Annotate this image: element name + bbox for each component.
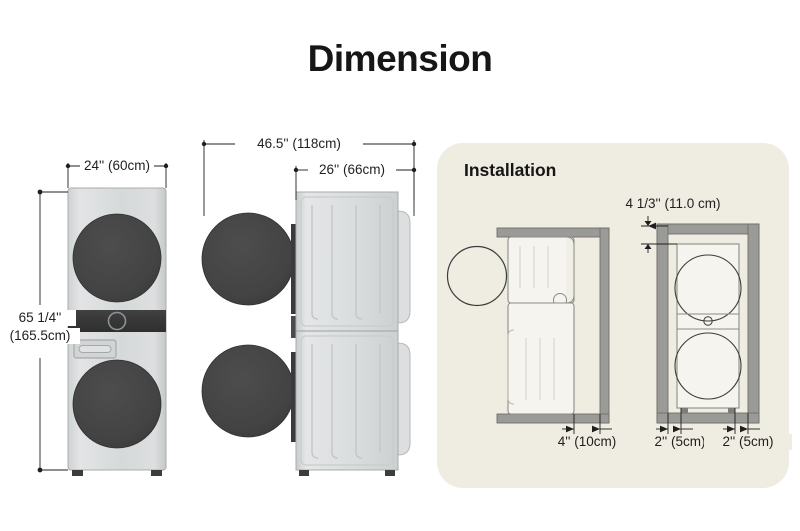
total-depth-dimension-label: 46.5'' (118cm) [235,136,363,153]
front-lower-drum [72,359,162,449]
side-clearance-left-label: 2'' (5cm) [636,434,724,451]
body-depth-dimension-label: 26'' (66cm) [308,162,396,179]
front-control-panel [68,310,166,332]
install-front-lower-drum [674,332,742,400]
door-swing-circle [446,245,508,307]
alcove-top [656,223,760,235]
front-foot-left [72,470,83,476]
height-dimension-label-line2: (165.5cm) [0,328,80,345]
installation-title: Installation [464,160,557,180]
side-foot-left [299,470,309,476]
install-front-dial-icon [703,316,713,326]
front-upper-drum [72,213,162,303]
side-foot-right [385,470,395,476]
wall-right [599,227,610,424]
side-lower-hinge [291,352,299,442]
rear-clearance-label: 4'' (10cm) [542,434,632,451]
side-view-unit [201,191,411,476]
width-dimension-label: 24'' (60cm) [80,158,154,175]
install-unit-upper [507,236,575,304]
alcove-left-wall [656,223,669,424]
alcove-right-wall [747,223,760,424]
front-foot-right [151,470,162,476]
side-lower-door-open [201,344,295,438]
height-dimension-label-line1: 65 1/4'' [4,310,76,327]
installation-front-drawing [641,216,760,434]
install-front-unit [676,243,740,409]
side-mid-hinge [291,316,299,338]
height-dimension [37,189,68,473]
side-upper-rear-bulge [397,210,411,324]
total-depth-dimension [201,140,417,216]
side-lower-rear-bulge [397,342,411,456]
side-clearance-right-label: 2'' (5cm) [704,434,792,451]
width-dimension [65,162,169,188]
installation-side-drawing [446,227,612,434]
top-clearance-label: 4 1/3'' (11.0 cm) [607,196,739,213]
wall-top [496,227,610,238]
floor [496,413,610,424]
install-unit-lower [507,302,575,415]
front-view-unit [67,187,167,476]
side-upper-door-open [201,212,295,306]
detergent-drawer-handle [78,345,112,353]
install-front-upper-drum [674,254,742,322]
page-title: Dimension [307,38,493,79]
control-dial-icon [107,311,127,331]
side-upper-hinge [291,224,299,314]
alcove-floor [656,412,760,424]
